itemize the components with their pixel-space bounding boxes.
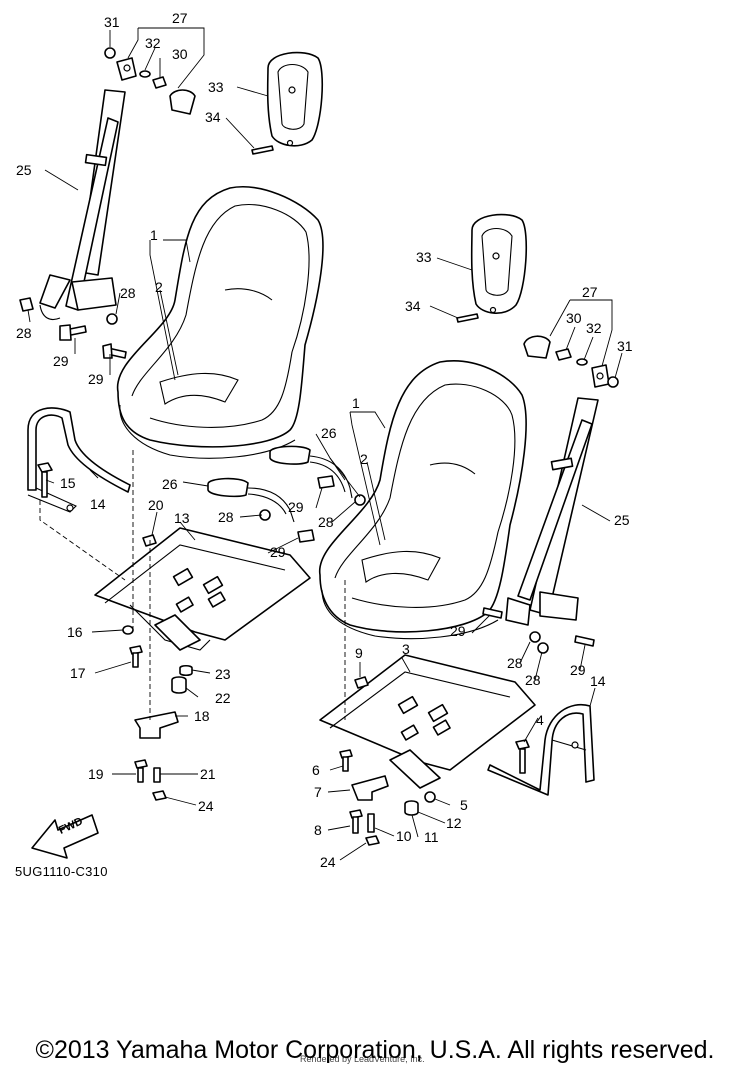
fwd-arrow-icon	[31, 814, 99, 859]
callout-24: 24	[198, 798, 214, 814]
right-grab-bar	[487, 703, 595, 796]
callout-30: 30	[172, 46, 188, 62]
callout-15: 15	[60, 475, 76, 491]
callout-7: 7	[314, 784, 322, 800]
left-bolt-15	[37, 462, 53, 498]
callout-29: 29	[570, 662, 586, 678]
callout-8: 8	[314, 822, 322, 838]
right-anchor-hardware	[523, 335, 619, 388]
callout-28: 28	[218, 509, 234, 525]
callout-25: 25	[16, 162, 32, 178]
callout-28: 28	[120, 285, 136, 301]
callout-5: 5	[460, 797, 468, 813]
callout-31: 31	[104, 14, 120, 30]
callout-29: 29	[288, 499, 304, 515]
callout-25: 25	[614, 512, 630, 528]
callout-32: 32	[145, 35, 161, 51]
left-base-hardware	[39, 450, 193, 801]
callout-22: 22	[215, 690, 231, 706]
callout-17: 17	[70, 665, 86, 681]
callout-33: 33	[416, 249, 432, 265]
top-seat-trim	[251, 51, 324, 155]
callout-29: 29	[53, 353, 69, 369]
right-seat-trim	[456, 213, 528, 323]
callout-23: 23	[215, 666, 231, 682]
callout-12: 12	[446, 815, 462, 831]
leader-lines	[27, 27, 623, 861]
right-base-hardware	[339, 676, 436, 846]
diagram-code: 5UG1110-C310	[15, 864, 108, 879]
right-seat-belt	[505, 397, 599, 626]
callout-9: 9	[355, 645, 363, 661]
left-belt-bolts	[19, 297, 127, 359]
callout-18: 18	[194, 708, 210, 724]
callout-24: 24	[320, 854, 336, 870]
callout-19: 19	[88, 766, 104, 782]
callout-21: 21	[200, 766, 216, 782]
callout-33: 33	[208, 79, 224, 95]
callout-14: 14	[590, 673, 606, 689]
callout-16: 16	[67, 624, 83, 640]
copyright-notice: ©2013 Yamaha Motor Corporation, U.S.A. A…	[35, 1036, 715, 1064]
callout-28: 28	[507, 655, 523, 671]
callout-10: 10	[396, 828, 412, 844]
callout-13: 13	[174, 510, 190, 526]
left-seat-belt	[39, 89, 126, 321]
callout-34: 34	[205, 109, 221, 125]
callout-27: 27	[172, 10, 188, 26]
callout-31: 31	[617, 338, 633, 354]
callout-28: 28	[16, 325, 32, 341]
callout-2: 2	[360, 451, 368, 467]
callout-6: 6	[312, 762, 320, 778]
render-credit: Rendered by LeadVenture, Inc.	[300, 1054, 425, 1064]
callout-2: 2	[155, 279, 163, 295]
callout-3: 3	[402, 641, 410, 657]
callout-1: 1	[352, 395, 360, 411]
right-seat	[319, 360, 527, 640]
callout-28: 28	[525, 672, 541, 688]
left-grab-bar	[27, 407, 131, 513]
callout-28: 28	[318, 514, 334, 530]
callout-30: 30	[566, 310, 582, 326]
right-bolt-4	[515, 739, 530, 774]
callout-32: 32	[586, 320, 602, 336]
callout-27: 27	[582, 284, 598, 300]
right-belt-bolts	[482, 607, 595, 654]
callout-1: 1	[150, 227, 158, 243]
callout-labels: 31 27 32 30 33 34 25 1 2 28 28 29 29 26 …	[16, 10, 633, 870]
callout-4: 4	[536, 712, 544, 728]
callout-29: 29	[88, 371, 104, 387]
callout-26: 26	[321, 425, 337, 441]
left-seat	[116, 186, 324, 459]
callout-29: 29	[270, 544, 286, 560]
callout-26: 26	[162, 476, 178, 492]
callout-29: 29	[450, 623, 466, 639]
left-seat-base	[94, 527, 311, 651]
callout-11: 11	[424, 829, 439, 845]
right-seat-base	[319, 580, 536, 789]
callout-14: 14	[90, 496, 106, 512]
right-buckle	[269, 445, 366, 506]
left-buckle	[207, 477, 315, 543]
callout-20: 20	[148, 497, 164, 513]
callout-34: 34	[405, 298, 421, 314]
